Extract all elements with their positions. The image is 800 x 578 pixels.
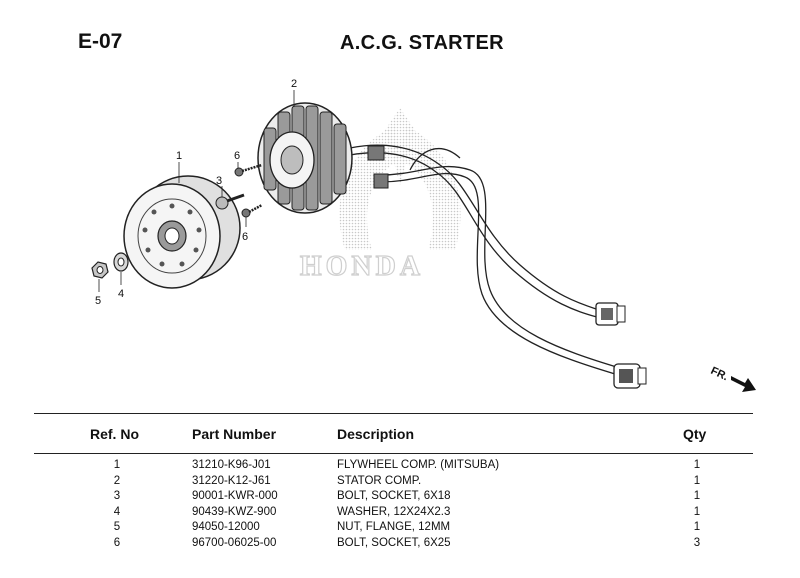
part-number: 96700-06025-00: [192, 536, 277, 549]
ref-no: 1: [113, 459, 121, 471]
table-row: 1 31210-K96-J01 FLYWHEEL COMP. (MITSUBA)…: [0, 459, 800, 475]
part-number: 94050-12000: [192, 521, 260, 533]
callout-1: 1: [176, 150, 182, 162]
table-row: 6 96700-06025-00 BOLT, SOCKET, 6X25 3: [0, 537, 800, 553]
part-number: 31220-K12-J61: [192, 474, 271, 487]
wire-harness: [349, 144, 621, 375]
stator-assembly: [257, 102, 353, 214]
part-number: 31210-K96-J01: [192, 459, 271, 471]
description: FLYWHEEL COMP. (MITSUBA): [337, 459, 500, 471]
watermark-text: HONDA: [300, 251, 424, 282]
part-number: 90439-KWZ-900: [192, 505, 277, 518]
diagram-code: E-07: [78, 30, 123, 53]
qty: 1: [693, 521, 701, 533]
parts-diagram: HONDA: [91, 78, 756, 392]
qty: 1: [693, 474, 701, 487]
col-header-ref: Ref. No: [90, 426, 139, 442]
qty: 3: [693, 536, 701, 549]
ref-no: 4: [113, 505, 121, 518]
col-header-description: Description: [337, 426, 415, 442]
harness-clip: [367, 145, 385, 161]
washer: [113, 252, 129, 272]
qty: 1: [693, 459, 701, 471]
callout-2: 2: [291, 78, 297, 90]
col-header-qty: Qty: [683, 426, 707, 442]
callout-6-upper: 6: [234, 150, 240, 162]
table-row: 2 31220-K12-J61 STATOR COMP. 1: [0, 475, 800, 491]
col-header-part-number: Part Number: [192, 426, 277, 442]
connector-upper: [595, 302, 626, 326]
table-header-rule: [34, 453, 753, 454]
qty: 1: [693, 505, 701, 518]
table-row: 3 90001-KWR-000 BOLT, SOCKET, 6X18 1: [0, 490, 800, 506]
connector-lower: [613, 363, 647, 389]
part-number: 90001-KWR-000: [192, 490, 278, 502]
ref-no: 5: [113, 521, 121, 533]
callout-5: 5: [95, 295, 101, 307]
ref-no: 2: [113, 474, 121, 487]
flange-nut: [91, 261, 109, 279]
qty: 1: [693, 490, 701, 502]
description: BOLT, SOCKET, 6X18: [337, 490, 451, 502]
harness-clip: [373, 173, 389, 189]
description: NUT, FLANGE, 12MM: [337, 521, 451, 533]
parts-table: 1 31210-K96-J01 FLYWHEEL COMP. (MITSUBA)…: [0, 459, 800, 552]
callout-3: 3: [216, 175, 222, 187]
leader-lines: [98, 90, 295, 292]
callout-6-lower: 6: [242, 231, 248, 243]
bolt-socket-6x25: [234, 163, 263, 177]
page-title: A.C.G. STARTER: [340, 32, 504, 54]
description: BOLT, SOCKET, 6X25: [337, 536, 451, 549]
table-row: 5 94050-12000 NUT, FLANGE, 12MM 1: [0, 521, 800, 537]
description: WASHER, 12X24X2.3: [337, 505, 451, 518]
ref-no: 6: [113, 536, 121, 549]
table-top-rule: [34, 413, 753, 414]
table-row: 4 90439-KWZ-900 WASHER, 12X24X2.3 1: [0, 506, 800, 522]
description: STATOR COMP.: [337, 474, 422, 487]
callout-4: 4: [118, 288, 124, 300]
front-direction-arrow: FR.: [709, 365, 756, 392]
direction-label: FR.: [709, 365, 730, 383]
ref-no: 3: [113, 490, 121, 502]
bolt-socket-6x25: [241, 203, 263, 218]
flywheel: [123, 175, 241, 289]
